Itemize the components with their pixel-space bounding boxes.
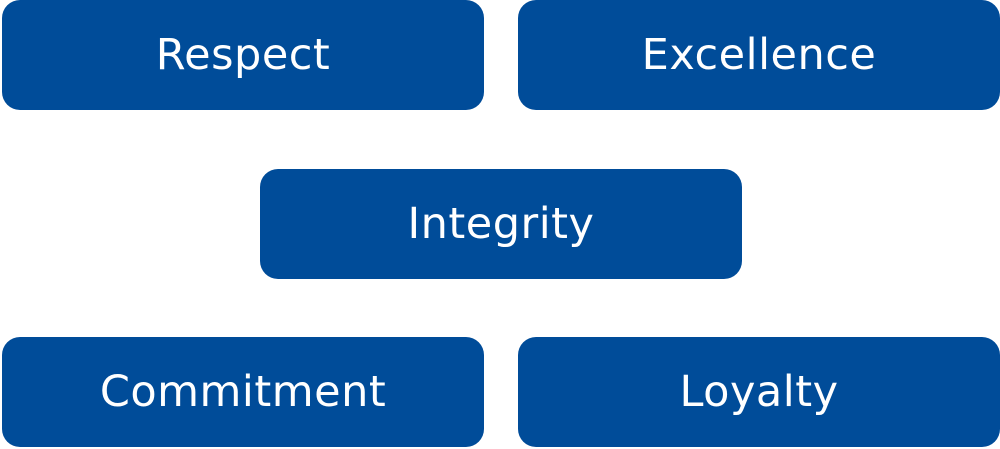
- value-label-loyalty: Loyalty: [679, 366, 839, 417]
- value-label-integrity: Integrity: [407, 198, 595, 249]
- value-label-excellence: Excellence: [641, 29, 877, 80]
- value-box-commitment: Commitment: [2, 337, 484, 447]
- value-box-respect: Respect: [2, 0, 484, 110]
- value-box-integrity: Integrity: [260, 169, 742, 279]
- value-label-respect: Respect: [155, 29, 331, 80]
- value-box-loyalty: Loyalty: [518, 337, 1000, 447]
- value-box-excellence: Excellence: [518, 0, 1000, 110]
- value-label-commitment: Commitment: [99, 366, 387, 417]
